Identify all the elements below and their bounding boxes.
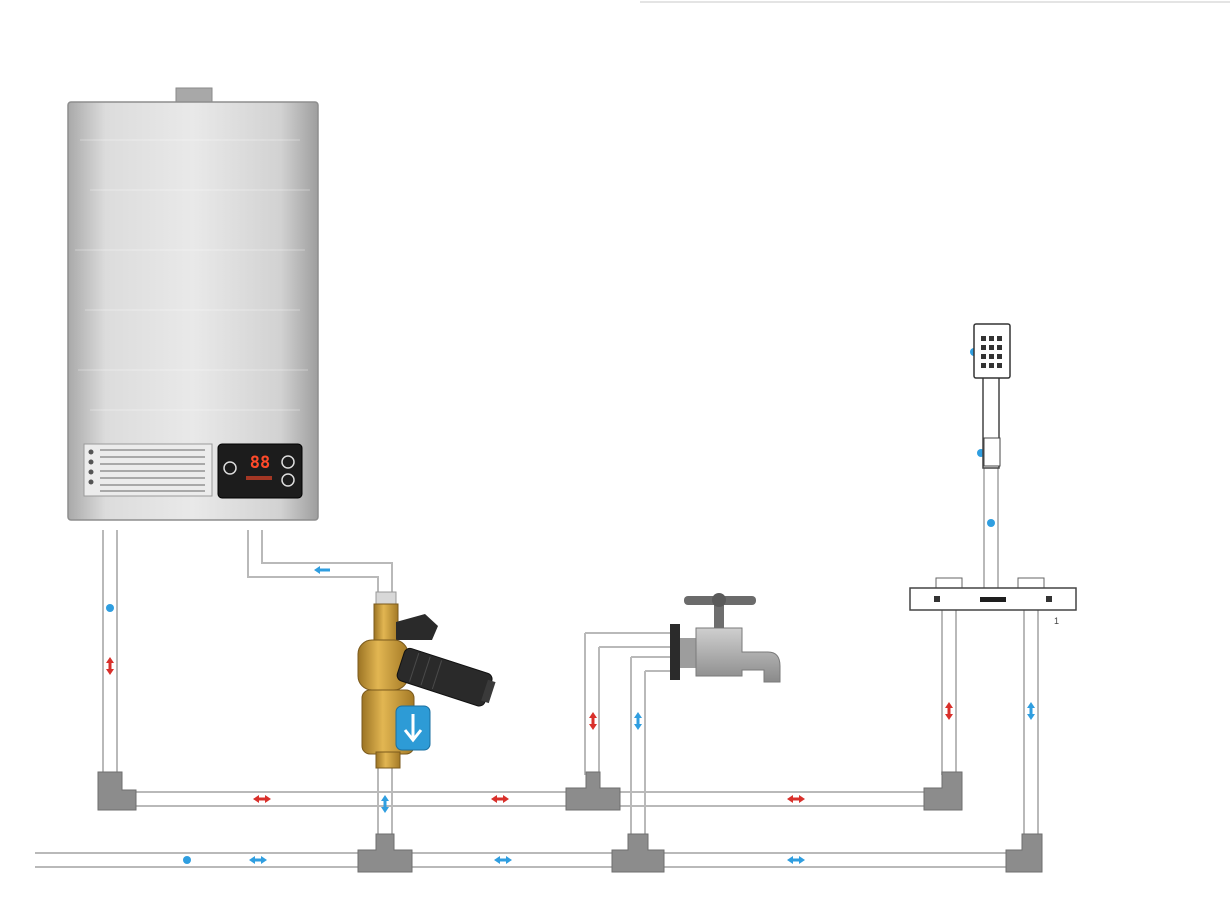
mixer-label: 1 (1054, 616, 1059, 626)
flow-arrow (249, 856, 267, 864)
pipe-showerhead-riser (983, 465, 999, 588)
pipe-pump-drop (377, 766, 393, 838)
pipe-faucet-cold (630, 656, 672, 838)
flow-arrow (945, 702, 953, 720)
elbow-fitting (97, 771, 137, 811)
flow-arrow (787, 856, 805, 864)
heater-casing (67, 101, 319, 521)
nozzle (989, 363, 994, 368)
nozzle (997, 354, 1002, 359)
pipe-network (35, 465, 1039, 868)
flow-icon[interactable] (281, 473, 295, 487)
elbow-fitting (1005, 833, 1043, 873)
nozzle (981, 336, 986, 341)
nozzle (997, 345, 1002, 350)
brushed-texture (75, 139, 310, 411)
pipe-fittings (97, 771, 1043, 873)
nozzle (981, 354, 986, 359)
tee-fitting (357, 833, 413, 873)
pipe-heater-hot-outlet (102, 530, 118, 790)
flow-dot (987, 519, 995, 527)
shower-nozzles (981, 336, 1002, 368)
pipe-shower-cold (1023, 610, 1039, 838)
flow-dot (106, 604, 114, 612)
rating-label (83, 443, 213, 497)
handle-cap (712, 593, 726, 607)
pump-outlet (375, 751, 401, 769)
booster-pump (357, 591, 496, 769)
elbow-fitting (923, 771, 963, 811)
flow-arrow (634, 712, 642, 730)
flow-arrow (1027, 702, 1035, 720)
tee-fitting (565, 771, 621, 811)
nozzle (989, 345, 994, 350)
wall-flange (670, 624, 680, 680)
pipe-cold-main (35, 852, 1010, 868)
nozzle (989, 336, 994, 341)
pump-motor (396, 647, 496, 707)
faucet-neck (680, 638, 698, 668)
nozzle (997, 336, 1002, 341)
flow-arrow (381, 795, 389, 813)
shower-head[interactable] (973, 323, 1011, 469)
water-heater: 88 (67, 87, 319, 521)
nozzle (981, 345, 986, 350)
pipe-faucet-hot (584, 632, 672, 775)
pipe-shower-hot (941, 610, 957, 775)
mixer-slot (980, 597, 1006, 602)
shower-hose-connector (983, 437, 1001, 467)
mixer-mount (935, 577, 963, 589)
flow-arrow (589, 712, 597, 730)
faucet[interactable] (670, 593, 781, 683)
faucet-stem (714, 604, 724, 628)
flow-arrow (106, 657, 114, 675)
temperature-icon[interactable] (281, 455, 295, 469)
flow-arrow (491, 795, 509, 803)
pipe-hot-main (117, 791, 925, 807)
power-icon[interactable] (223, 461, 237, 475)
nozzle (997, 363, 1002, 368)
control-panel[interactable]: 88 (217, 443, 303, 499)
faucet-body (695, 627, 781, 683)
flow-arrow (314, 566, 330, 574)
display-bar (246, 476, 272, 480)
pump-cable (396, 614, 438, 640)
pump-inlet-body (373, 603, 399, 645)
nozzle (981, 363, 986, 368)
tee-fitting (611, 833, 665, 873)
flow-arrow (253, 795, 271, 803)
mixer-mount (1017, 577, 1045, 589)
nozzle (989, 354, 994, 359)
flow-arrow (494, 856, 512, 864)
shower-mixer[interactable]: 1 (909, 577, 1077, 626)
flow-dot (183, 856, 191, 864)
shower-face (973, 323, 1011, 379)
pipe-heater-cold-inlet (247, 530, 393, 598)
down-arrow-icon (403, 714, 423, 743)
temperature-display: 88 (250, 453, 270, 473)
flow-arrow (787, 795, 805, 803)
